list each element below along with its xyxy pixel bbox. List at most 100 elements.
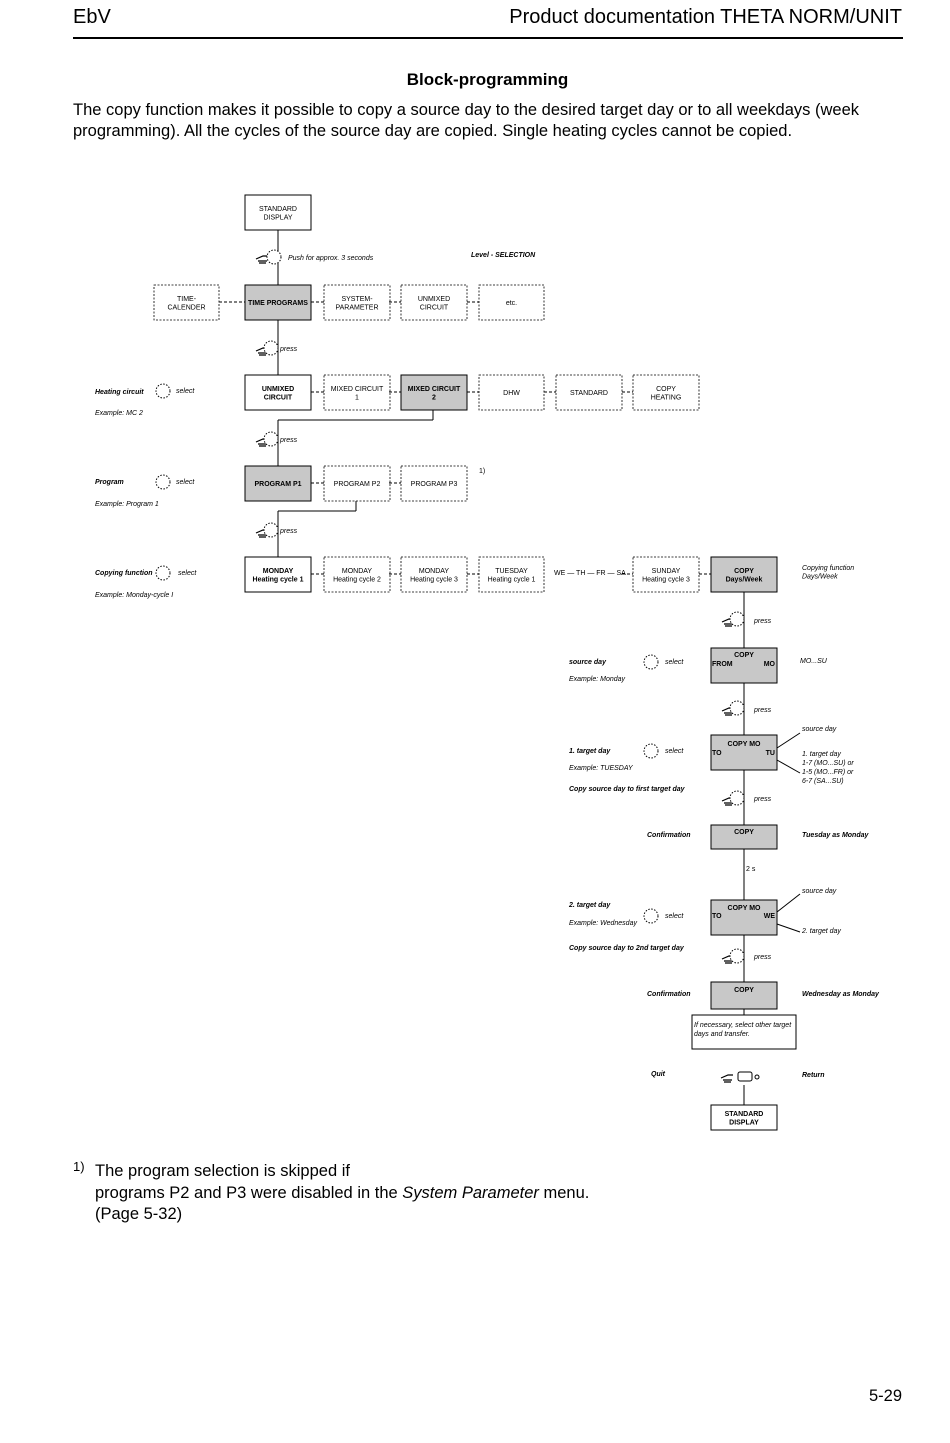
footnote-ref: 1) <box>479 468 485 475</box>
day-box-1-label-0: MONDAY <box>342 568 373 575</box>
copying-function-note-line-0: Copying function <box>802 565 854 572</box>
standard-display-box-top-label-0: STANDARD <box>259 206 297 213</box>
two-s-label: 2 s <box>746 866 756 873</box>
copy-first-target: Copy source day to first target day <box>569 786 686 793</box>
knob-icon-push <box>266 249 282 265</box>
day-box-3-label-1: Heating cycle 1 <box>488 576 536 583</box>
knob-icon-press-6 <box>729 790 745 806</box>
level-box-4 <box>478 284 545 321</box>
standard-display-box-top-label-1: DISPLAY <box>263 214 292 221</box>
header-left: EbV <box>73 6 111 28</box>
return-key-dot-icon <box>754 1074 760 1080</box>
example-tuesday: Example: TUESDAY <box>569 765 634 772</box>
select-label-source: select <box>665 659 684 666</box>
footnote-line-1: The program selection is skipped if <box>95 1162 350 1180</box>
press-label-3: press <box>279 528 298 535</box>
circuit-box-5-label-0: COPY <box>656 386 676 393</box>
pointer-source-2 <box>776 893 801 913</box>
page-title: Block-programming <box>406 70 569 89</box>
circuit-box-4 <box>555 374 623 411</box>
copy-days-week-box-label-0: COPY <box>734 568 754 575</box>
we-label: WE <box>764 913 776 920</box>
day-box-2-label-0: MONDAY <box>419 568 450 575</box>
level-box-0-label-0: TIME- <box>177 296 197 303</box>
knob-icon-press-7 <box>729 948 745 964</box>
return-label: Return <box>802 1072 825 1079</box>
circuit-box-2 <box>400 374 468 411</box>
level-box-3-label-0: UNMIXED <box>418 296 450 303</box>
header-right: Product documentation THETA NORM/UNIT <box>509 6 902 28</box>
copy-from-box <box>710 647 778 684</box>
circuit-box-5 <box>632 374 700 411</box>
confirmation-label-1: Confirmation <box>647 832 691 839</box>
target-day-1-label: 1. target day <box>569 748 611 755</box>
level-box-2-label-1: PARAMETER <box>335 304 378 311</box>
tuesday-as-monday: Tuesday as Monday <box>802 832 870 839</box>
footnote-text: The program selection is skipped if prog… <box>95 1161 589 1226</box>
copy-confirm-title-1: COPY <box>734 829 754 836</box>
day-box-4-label-0: SUNDAY <box>652 568 681 575</box>
copy-mo-title-1: COPY MO <box>728 741 761 748</box>
knob-icon-copying <box>155 565 171 581</box>
day-box-0 <box>244 556 312 593</box>
knob-icon-press-2 <box>263 431 279 447</box>
pointer-source-1 <box>776 732 801 749</box>
knob-icon-heating-circuit <box>155 383 171 399</box>
circuit-box-0-label-1: CIRCUIT <box>264 394 293 401</box>
mo-su-label: MO...SU <box>800 658 828 665</box>
confirmation-label-2: Confirmation <box>647 991 691 998</box>
press-label-6: press <box>753 796 772 803</box>
copy-to-box-2 <box>710 899 778 936</box>
knob-icon-press-5 <box>729 700 745 716</box>
copy-confirm-title-2: COPY <box>734 987 754 994</box>
press-label-5: press <box>753 707 772 714</box>
day-box-3-label-0: TUESDAY <box>495 568 528 575</box>
if-necessary-text-line-0: If necessary, select other target <box>694 1022 792 1029</box>
copying-function-label: Copying function <box>95 570 153 577</box>
standard-display-box-bottom-label-0: STANDARD <box>725 1111 764 1118</box>
footnote-mark: 1) <box>73 1159 85 1174</box>
knob-icon-program <box>155 474 171 490</box>
knob-icon-press-1 <box>263 340 279 356</box>
copy-confirm-box-2 <box>710 981 778 1010</box>
day-box-2-label-1: Heating cycle 3 <box>410 576 458 583</box>
footnote-line-2a: programs P2 and P3 were disabled in the <box>95 1183 403 1202</box>
example-monday: Example: Monday-cycle I <box>95 592 173 599</box>
example-wednesday: Example: Wednesday <box>569 920 637 927</box>
pointer-target-2 <box>776 923 801 933</box>
if-necessary-box <box>691 1014 797 1050</box>
example-program1: Example: Program 1 <box>95 501 159 508</box>
program-box-0 <box>244 465 312 502</box>
level-box-4-label-0: etc. <box>506 300 517 307</box>
mo-label: MO <box>764 661 776 668</box>
program-box-0-label-0: PROGRAM P1 <box>254 481 301 488</box>
knob-icon-target-1 <box>643 743 659 759</box>
day-box-0-label-1: Heating cycle 1 <box>253 576 304 583</box>
copying-function-note-line-1: Days/Week <box>802 574 838 581</box>
program-box-2 <box>400 465 468 502</box>
circuit-box-4-label-0: STANDARD <box>570 390 608 397</box>
push-note: Push for approx. 3 seconds <box>288 255 374 262</box>
select-label-target-1: select <box>665 748 684 755</box>
select-label-heating-circuit: select <box>176 388 195 395</box>
target-note-1-line-2: 1-5 (MO...FR) or <box>802 769 854 776</box>
wednesday-as-monday: Wednesday as Monday <box>802 991 880 998</box>
program-box-1 <box>323 465 391 502</box>
circuit-box-1 <box>323 374 391 411</box>
target-note-2: 2. target day <box>801 928 841 935</box>
pointer-target-1 <box>776 759 801 774</box>
day-box-4 <box>632 556 700 593</box>
knob-icon-source <box>643 654 659 670</box>
circuit-box-5-label-1: HEATING <box>651 394 682 401</box>
knob-icon-target-2 <box>643 908 659 924</box>
from-label: FROM <box>712 661 733 668</box>
select-label-program: select <box>176 479 195 486</box>
copy-days-week-box-label-1: Days/Week <box>726 576 763 583</box>
circuit-box-2-label-1: 2 <box>432 394 436 401</box>
select-label-target-2: select <box>665 913 684 920</box>
intro-paragraph: The copy function makes it possible to c… <box>73 101 859 140</box>
level-box-2-label-0: SYSTEM- <box>341 296 373 303</box>
tu-label: TU <box>766 750 775 757</box>
example-source-monday: Example: Monday <box>569 676 626 683</box>
